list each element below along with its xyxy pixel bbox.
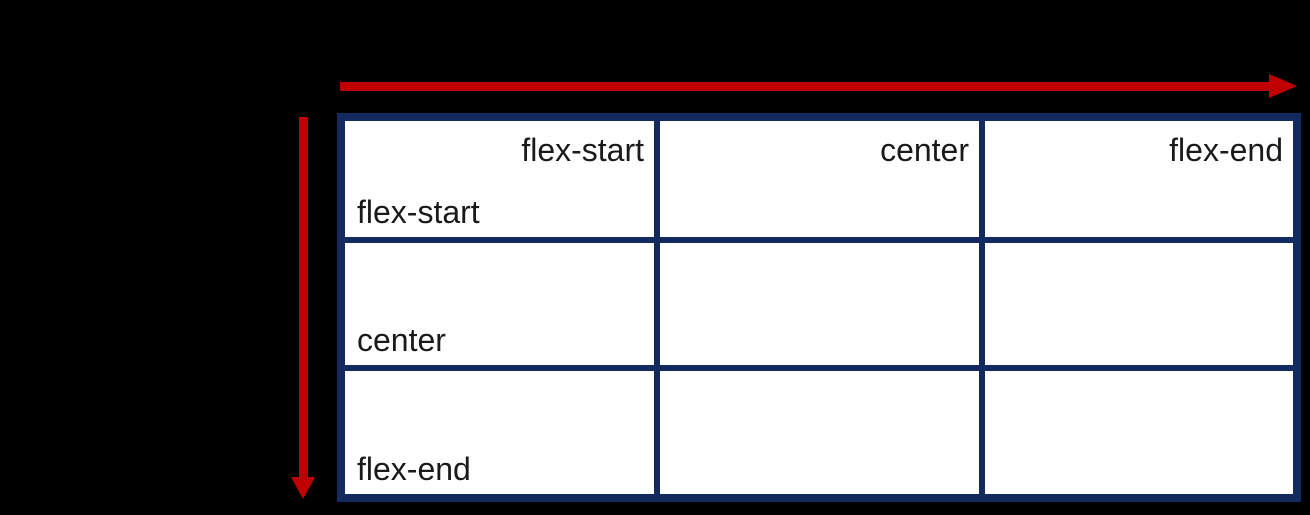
- column-header-center: center: [880, 132, 969, 168]
- right-arrow-shaft: [340, 82, 1271, 91]
- right-arrow-icon: [340, 74, 1297, 98]
- row-label-flex-end: flex-end: [357, 450, 471, 487]
- row-label-flex-start: flex-start: [357, 193, 480, 230]
- table-cell-r1c3: flex-end: [985, 121, 1293, 237]
- table-cell-r1c1: flex-start flex-start: [345, 121, 654, 237]
- column-header-flex-end: flex-end: [1169, 132, 1283, 168]
- down-arrow-head: [291, 477, 315, 499]
- table-cell-r3c1: flex-end: [345, 371, 654, 494]
- alignment-table: flex-start flex-start center flex-end ce…: [337, 113, 1301, 502]
- down-arrow-icon: [291, 117, 315, 499]
- table-cell-r2c2: [660, 243, 979, 365]
- row-label-center: center: [357, 321, 446, 358]
- table-cell-r1c2: center: [660, 121, 979, 237]
- table-cell-r2c1: center: [345, 243, 654, 365]
- column-header-flex-start: flex-start: [521, 132, 644, 168]
- right-arrow-head: [1269, 74, 1297, 98]
- down-arrow-shaft: [299, 117, 308, 479]
- table-cell-r2c3: [985, 243, 1293, 365]
- table-cell-r3c3: [985, 371, 1293, 494]
- table-cell-r3c2: [660, 371, 979, 494]
